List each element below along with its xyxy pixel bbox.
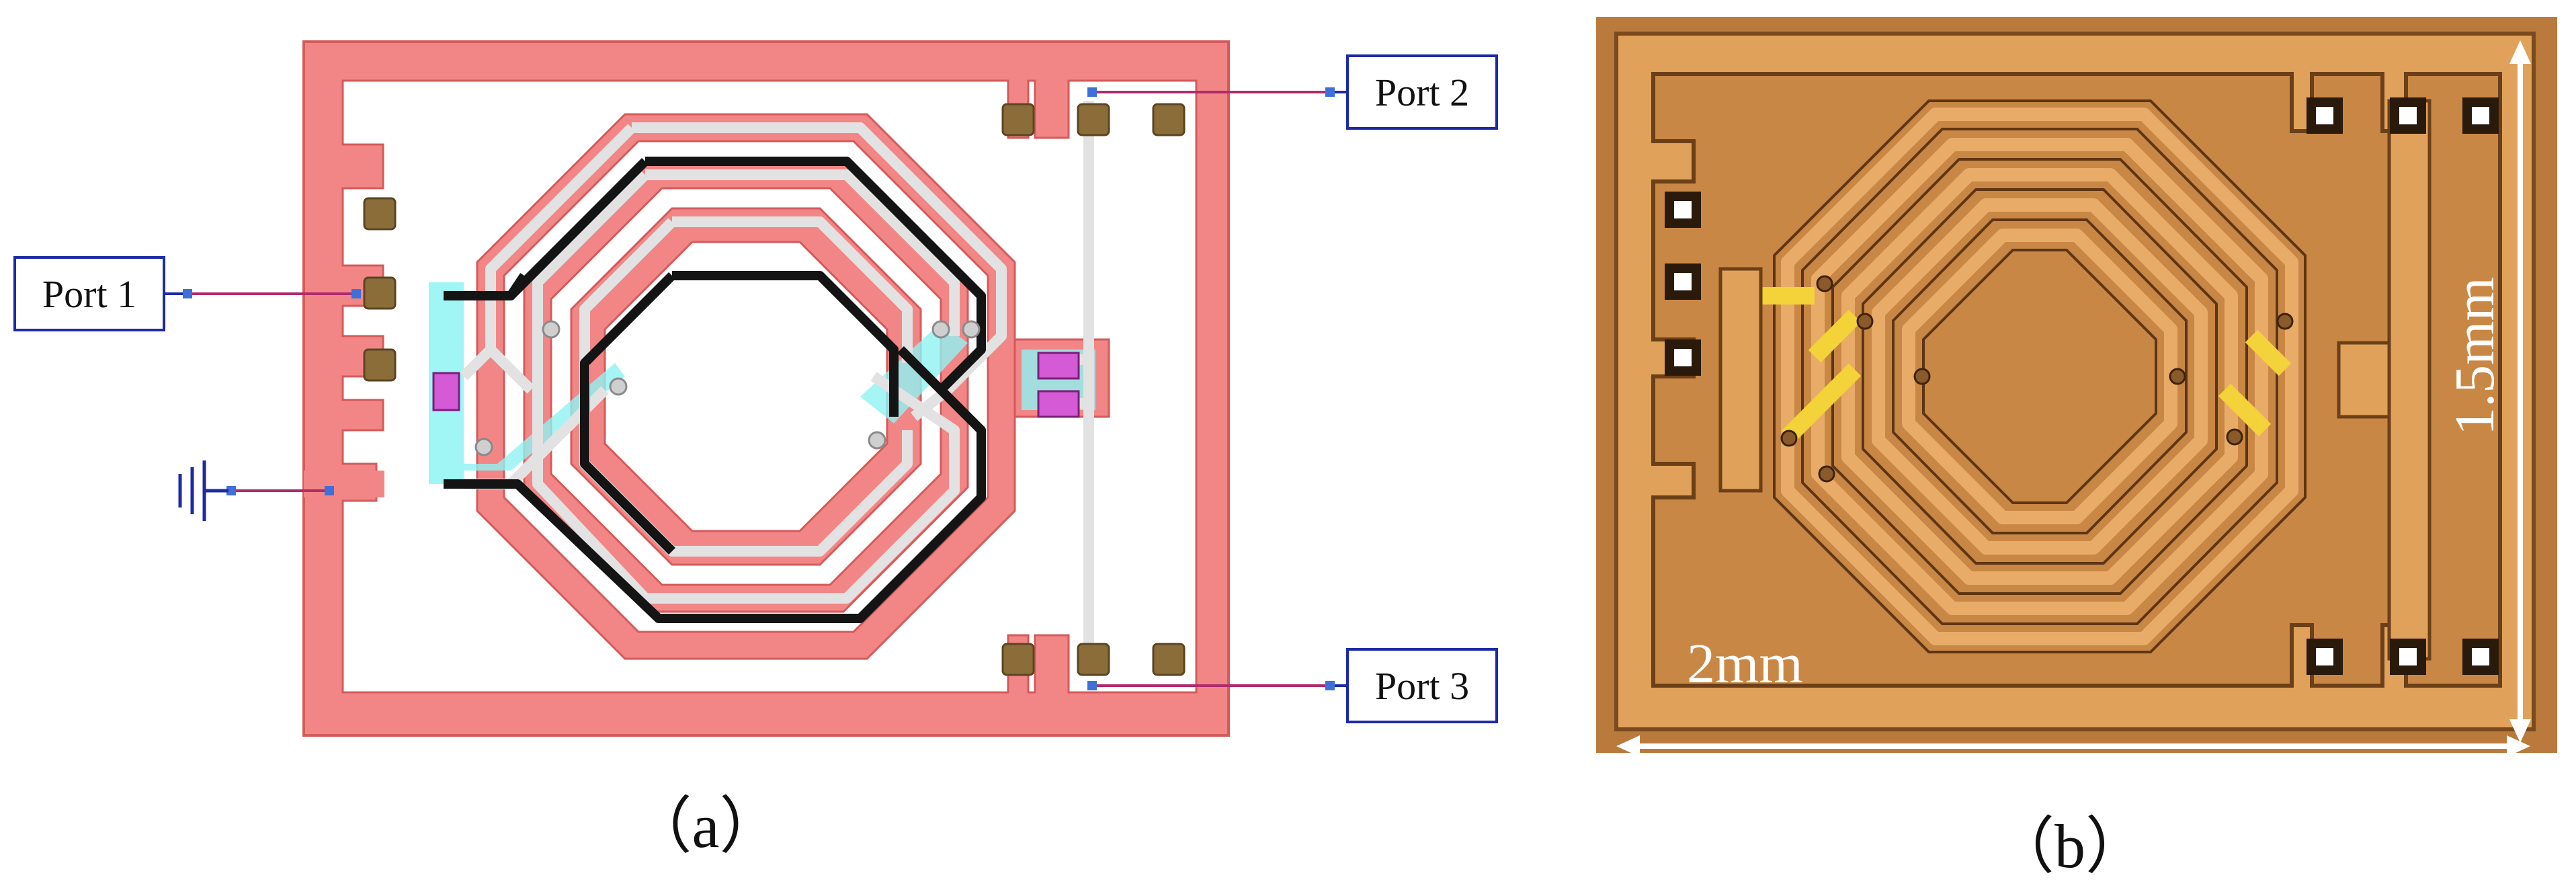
panel-b-photo: 2mm 1.5mm （b）	[1596, 17, 2557, 881]
panel-a-layout: Port 1 Port 2 Port 3 （a）	[13, 40, 1498, 860]
die-via	[2276, 313, 2294, 330]
via	[962, 320, 981, 339]
via	[474, 438, 493, 456]
spiral-center-hole	[604, 241, 888, 532]
port-1-label: Port 1	[42, 272, 136, 316]
port-3-label: Port 3	[1375, 664, 1469, 708]
capacitor-right-bottom	[1037, 390, 1080, 418]
die-pad	[2390, 97, 2426, 134]
die-via	[2226, 428, 2243, 446]
port-marker	[183, 289, 192, 298]
caption-b: （b）	[1993, 812, 2147, 881]
die-via	[1816, 275, 1833, 292]
height-dimension	[2509, 40, 2531, 743]
port-2-label: Port 2	[1375, 71, 1469, 114]
die-pad	[1665, 339, 1701, 376]
die-center-tap	[2337, 341, 2398, 419]
ground-symbol	[178, 460, 228, 521]
die-spiral-edges	[1773, 99, 2307, 653]
pad	[363, 348, 397, 382]
width-dimension	[1616, 735, 2530, 757]
port-marker	[1325, 87, 1335, 97]
die-via	[1856, 313, 1874, 330]
width-label: 2mm	[1687, 633, 1803, 695]
via	[542, 320, 560, 339]
pad	[1077, 643, 1110, 676]
via-region-crossing-right	[860, 323, 968, 423]
die-via	[1780, 430, 1798, 447]
die-via	[2169, 368, 2186, 385]
pad	[1001, 643, 1035, 676]
pad	[1001, 103, 1035, 136]
port-marker	[1325, 681, 1335, 690]
pad	[1152, 103, 1186, 136]
ground-strip	[304, 471, 384, 497]
die-vias	[1780, 275, 2294, 483]
port-marker	[226, 486, 236, 495]
via	[609, 377, 628, 396]
capacitor-right-top	[1037, 352, 1080, 380]
pad	[1152, 643, 1186, 676]
pad	[1077, 103, 1110, 136]
port-lines	[187, 91, 1334, 687]
die-pads	[1665, 97, 2499, 675]
die-pad	[1665, 264, 1701, 300]
die-pad	[1665, 192, 1701, 228]
port-marker	[1087, 681, 1097, 690]
port-marker	[325, 486, 334, 495]
die-pad	[2462, 639, 2499, 675]
capacitor-left	[432, 372, 460, 411]
die-via	[1913, 368, 1931, 385]
die-feed-left	[1718, 267, 1763, 493]
port-3-box: Port 3	[1335, 648, 1498, 723]
port-2-box: Port 2	[1335, 54, 1498, 130]
die-pad	[2307, 639, 2343, 675]
via	[868, 431, 886, 450]
die-pad	[2390, 639, 2426, 675]
pads-layout	[363, 103, 1186, 676]
port-1-box: Port 1	[13, 256, 183, 331]
port-marker	[351, 289, 361, 298]
via	[931, 320, 950, 339]
port-marker	[1087, 87, 1097, 97]
die-feed-right	[2387, 99, 2432, 661]
die-pad	[2307, 97, 2343, 134]
height-label: 1.5mm	[2444, 277, 2506, 436]
dark-traces	[444, 157, 986, 623]
die-crossings	[1761, 287, 2292, 444]
caption-a: （a）	[630, 792, 782, 860]
via-dots	[474, 320, 981, 456]
pad	[363, 197, 397, 231]
die-pad	[2462, 97, 2499, 134]
port-markers	[183, 87, 1335, 690]
die-via	[1818, 465, 1835, 483]
pad	[363, 276, 397, 310]
